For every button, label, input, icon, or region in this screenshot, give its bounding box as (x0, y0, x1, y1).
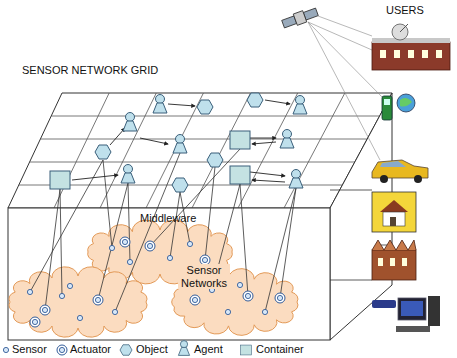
users-label: USERS (386, 4, 424, 17)
middleware-link (103, 160, 112, 248)
phone-icon (382, 94, 415, 120)
legend-text: Container (256, 343, 304, 356)
grid-line (30, 162, 355, 163)
grid-line (238, 93, 298, 208)
sensor-symbol (127, 259, 132, 264)
layer-label: Middleware (140, 212, 196, 225)
middleware-link (265, 188, 296, 312)
factory-icon (372, 240, 416, 280)
legend-symbols (3, 341, 251, 356)
headquarters-icon (372, 24, 450, 70)
grid-arrows (72, 100, 290, 182)
sensor-symbol (77, 315, 82, 320)
grid-line (40, 139, 367, 140)
grid-line (284, 93, 345, 208)
legend-text: Object (136, 343, 168, 356)
actuator-symbol (243, 291, 253, 301)
sensor-symbols (27, 237, 285, 327)
middleware-link (128, 183, 130, 262)
middleware-link (150, 149, 240, 246)
sensor-symbol (109, 245, 114, 250)
sensor-symbol (262, 309, 267, 314)
legend-text: Actuator (70, 343, 111, 356)
actuator-symbol (145, 241, 155, 251)
sensor-symbol (67, 283, 72, 288)
legend-text: Agent (194, 343, 223, 356)
sensor-symbol (237, 282, 242, 287)
car-icon (372, 160, 428, 183)
middleware-link (30, 160, 103, 292)
sensor-symbol (27, 289, 32, 294)
satellite-links (308, 16, 385, 160)
sensor-symbol (167, 255, 172, 260)
diagram-title: SENSOR NETWORK GRID (22, 64, 158, 77)
middleware-links (30, 149, 296, 312)
grid-line (51, 116, 379, 117)
layer-label: Sensor Networks (178, 264, 230, 289)
middleware-link (170, 192, 180, 258)
middleware-link (60, 189, 62, 296)
actuator-symbol (275, 293, 285, 303)
house-icon (372, 192, 416, 232)
middleware-link (240, 184, 248, 296)
sensor-symbol (187, 241, 192, 246)
satellite-icon (281, 6, 319, 30)
sensor-symbol (112, 309, 117, 314)
sensor-cloud (9, 267, 147, 337)
actuator-symbol (40, 305, 50, 315)
middleware-link (45, 189, 60, 310)
computer-icon (372, 296, 440, 332)
sensor-symbol (225, 309, 230, 314)
actuator-symbol (93, 295, 103, 305)
actuator-symbol (30, 317, 40, 327)
actuator-symbol (120, 237, 130, 247)
actuator-symbol (190, 295, 200, 305)
grid-box (8, 93, 392, 340)
legend-text: Sensor (12, 343, 47, 356)
sensor-symbol (59, 293, 64, 298)
sensor-clouds (9, 220, 298, 337)
grid-line (146, 93, 203, 208)
grid-symbols (50, 93, 307, 192)
middleware-link (115, 153, 180, 312)
